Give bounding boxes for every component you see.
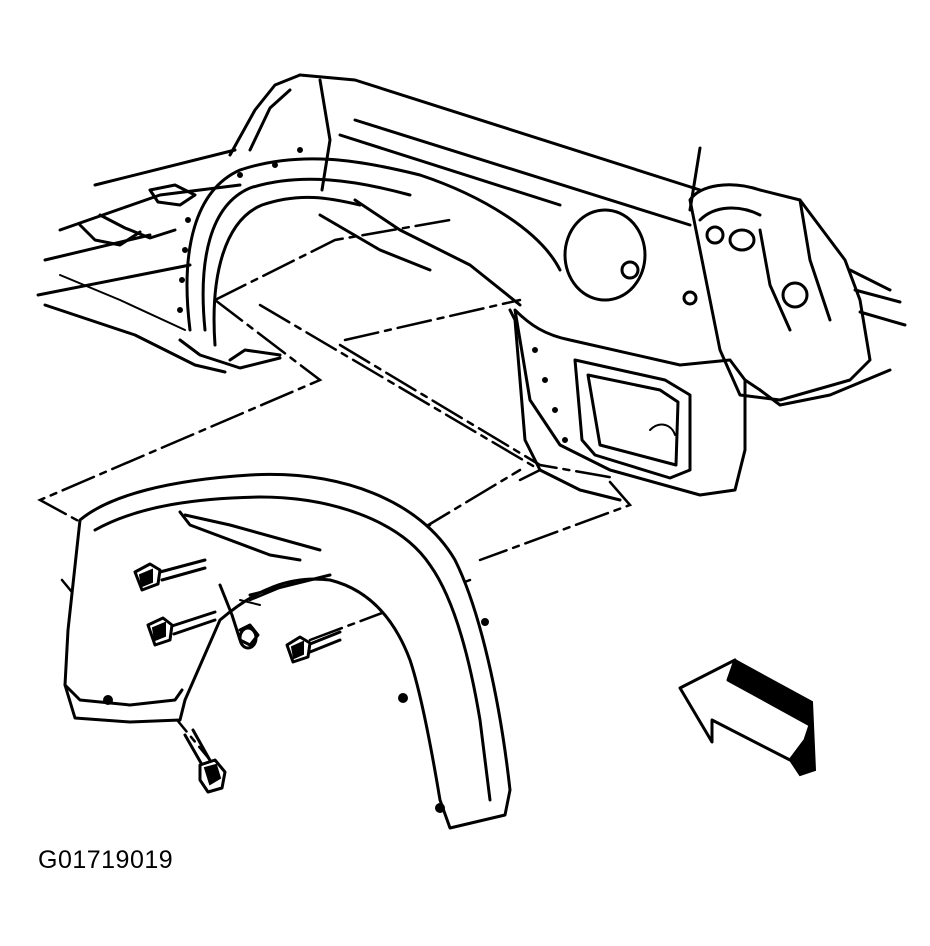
figure-id-label: G01719019: [38, 846, 174, 874]
fastener-bolts: [133, 558, 342, 794]
bolt-lower: [183, 728, 227, 794]
retaining-clip: [218, 583, 260, 647]
bolt-middle-left: [146, 610, 217, 647]
vehicle-body-wheelhouse: [36, 73, 907, 502]
fuel-filler-opening: [563, 208, 647, 302]
view-direction-arrow-icon: [678, 658, 817, 777]
bolt-upper-left: [133, 558, 207, 592]
weld-dots: [177, 147, 568, 443]
wheelhouse-liner-panel: [63, 472, 512, 830]
bolt-center: [285, 630, 342, 664]
